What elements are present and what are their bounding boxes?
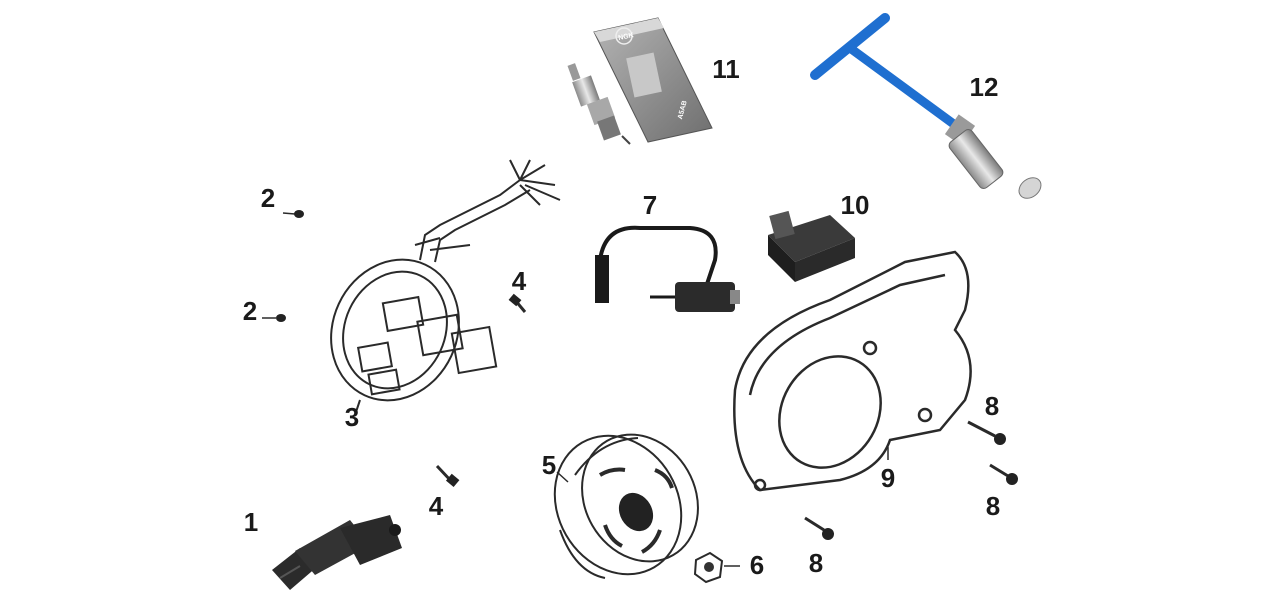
ignition-coil xyxy=(595,225,740,312)
stator-assembly xyxy=(330,159,561,413)
cover-bolt-middle xyxy=(989,463,1018,485)
stator-bolt xyxy=(508,293,527,313)
callout-4-bottom: 4 xyxy=(428,491,444,521)
stator-screw-bottom xyxy=(262,314,286,322)
callout-7: 7 xyxy=(642,190,658,220)
spark-plug-wrench xyxy=(810,13,1042,199)
cdi-unit xyxy=(768,210,855,282)
leader-5 xyxy=(556,471,569,483)
flywheel-rotor xyxy=(553,433,699,579)
spark-plug-box: NGK A5AB xyxy=(593,17,713,143)
callout-9: 9 xyxy=(880,463,896,493)
box-code-text: A5AB xyxy=(677,100,689,120)
callout-5: 5 xyxy=(541,450,557,480)
callout-8-lower: 8 xyxy=(808,548,824,578)
callout-10: 10 xyxy=(840,190,870,220)
flywheel-puller-tool xyxy=(272,515,402,590)
stator-screw-top xyxy=(282,210,304,218)
pickup-bolt xyxy=(435,464,460,488)
callout-8-upper: 8 xyxy=(984,391,1000,421)
flywheel-nut xyxy=(693,551,740,584)
callout-1: 1 xyxy=(243,507,259,537)
callout-8-middle: 8 xyxy=(985,491,1001,521)
callout-2-top: 2 xyxy=(260,183,276,213)
callout-12: 12 xyxy=(969,72,999,102)
callout-2-bottom: 2 xyxy=(242,296,258,326)
callout-4-top: 4 xyxy=(511,266,527,296)
flywheel-cover xyxy=(733,250,972,492)
spark-plug xyxy=(567,63,631,145)
cover-bolt-upper xyxy=(967,420,1006,445)
callout-6: 6 xyxy=(749,550,765,580)
callout-3: 3 xyxy=(344,402,360,432)
cover-bolt-lower xyxy=(804,516,834,540)
callout-11: 11 xyxy=(712,54,740,84)
box-brand-text: NGK xyxy=(618,32,635,42)
